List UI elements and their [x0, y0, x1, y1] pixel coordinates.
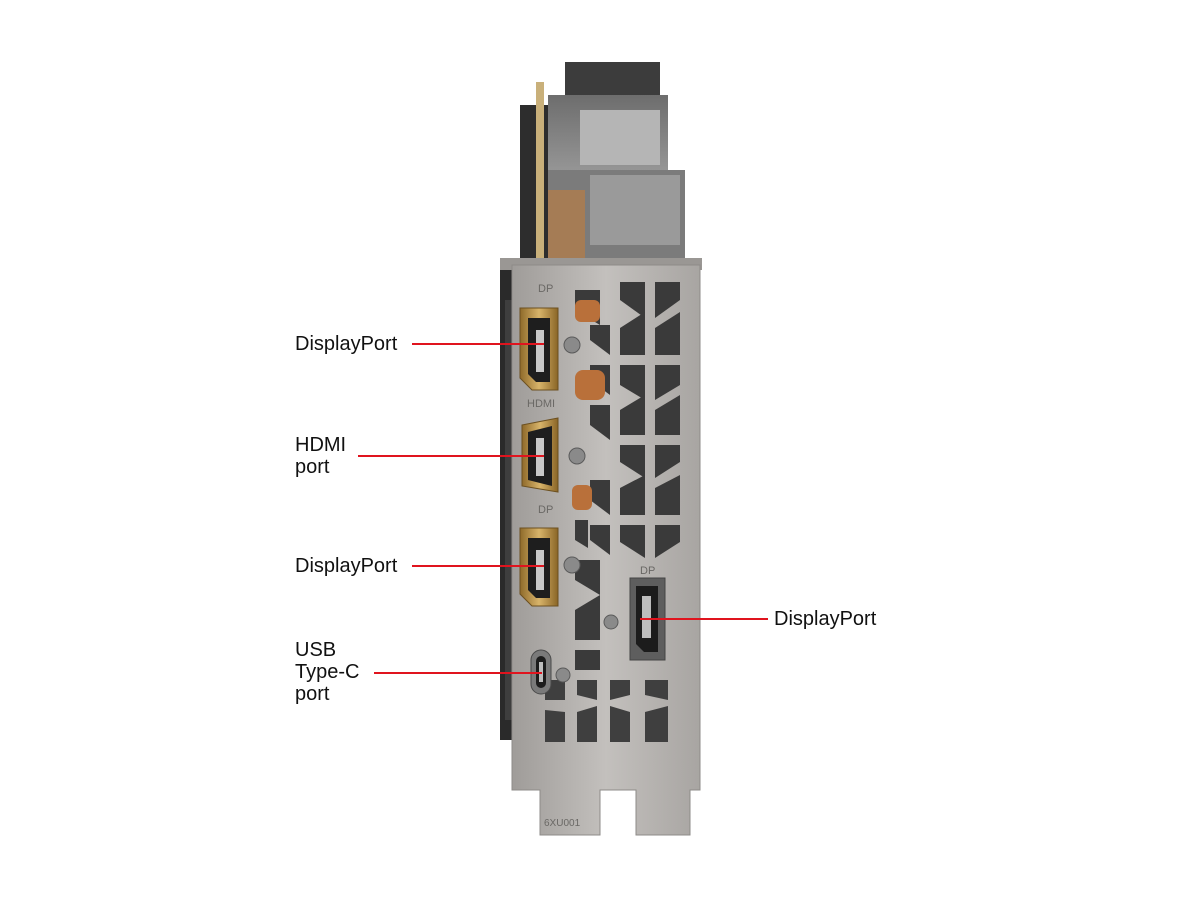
- hdmi-marking: HDMI: [527, 398, 555, 410]
- dp-marking-middle: DP: [538, 504, 553, 516]
- leader-line-dp-right: [640, 618, 768, 620]
- io-bracket: DP HDMI DP DP 6XU001: [500, 258, 702, 836]
- label-displayport-top: DisplayPort: [295, 333, 398, 355]
- displayport-top: [519, 307, 559, 391]
- label-hdmi-line1: HDMI: [295, 434, 347, 456]
- leader-line-dp-top: [412, 343, 544, 345]
- label-hdmi-port: HDMI port: [295, 434, 346, 478]
- leader-line-hdmi: [358, 455, 544, 457]
- label-usb-line3: port: [295, 683, 330, 705]
- label-hdmi-line2: port: [295, 456, 330, 478]
- label-displayport-right: DisplayPort: [774, 608, 877, 630]
- label-usb-line1: USB: [295, 639, 337, 661]
- dp-marking-top: DP: [538, 283, 553, 295]
- displayport-middle: [519, 527, 559, 607]
- label-usb-type-c-port: USB Type-C port: [295, 639, 359, 705]
- dp-marking-right: DP: [640, 565, 655, 577]
- label-displayport-middle: DisplayPort: [295, 555, 398, 577]
- leader-line-usb-c: [374, 672, 542, 674]
- leader-line-dp-middle: [412, 565, 544, 567]
- label-usb-line2: Type-C: [295, 661, 360, 683]
- bracket-code: 6XU001: [544, 818, 581, 829]
